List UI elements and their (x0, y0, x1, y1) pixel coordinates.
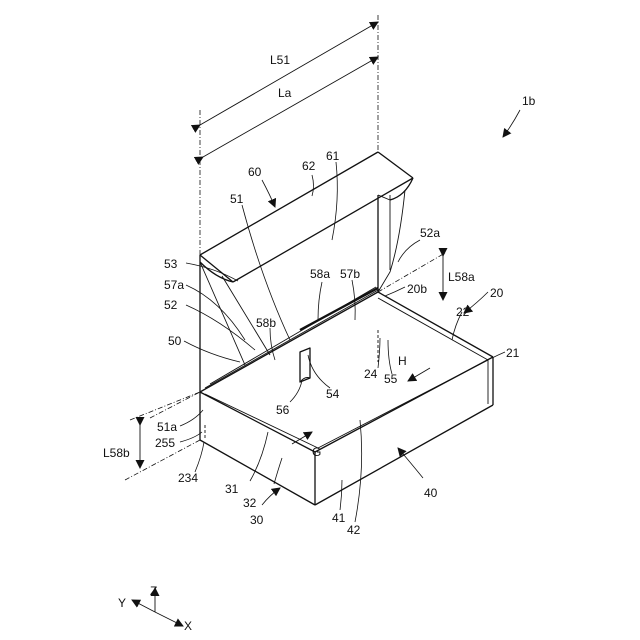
dim-l58a-label: L58a (448, 270, 475, 284)
tray-base (200, 292, 493, 505)
label-50: 50 (168, 334, 182, 348)
label-54: 54 (326, 387, 340, 401)
label-58a: 58a (310, 267, 330, 281)
label-58b: 58b (256, 316, 276, 330)
label-51a: 51a (157, 420, 177, 434)
direction-g-label: G (312, 445, 321, 459)
dim-l58b-label: L58b (103, 446, 130, 460)
reference-labels: 1b L51 La L58a L58b 60 62 61 51 52a 53 5… (103, 53, 536, 633)
label-57a: 57a (164, 278, 184, 292)
coordinate-axes (132, 588, 183, 626)
direction-h-label: H (398, 354, 407, 368)
label-22: 22 (456, 305, 470, 319)
dimension-arrows (140, 22, 443, 468)
label-51: 51 (230, 192, 244, 206)
label-61: 61 (326, 149, 340, 163)
label-32: 32 (243, 496, 257, 510)
figure-ref-label: 1b (522, 94, 536, 108)
label-40: 40 (424, 486, 438, 500)
label-24: 24 (364, 367, 378, 381)
label-255: 255 (155, 436, 175, 450)
label-53: 53 (164, 257, 178, 271)
label-62: 62 (302, 159, 316, 173)
label-30: 30 (250, 513, 264, 527)
label-42: 42 (347, 523, 361, 537)
label-52a: 52a (420, 226, 440, 240)
label-41: 41 (332, 511, 346, 525)
axis-z-label: Z (150, 584, 157, 598)
axis-y-label: Y (118, 596, 126, 610)
label-234: 234 (178, 471, 198, 485)
label-52: 52 (164, 298, 178, 312)
label-60: 60 (248, 165, 262, 179)
label-21: 21 (506, 346, 520, 360)
dim-la-label: La (278, 86, 292, 100)
label-20: 20 (490, 286, 504, 300)
label-56: 56 (276, 403, 290, 417)
upright-panel (200, 152, 413, 392)
axis-x-label: X (184, 619, 192, 633)
label-20b: 20b (407, 282, 427, 296)
label-57b: 57b (340, 267, 360, 281)
label-31: 31 (225, 482, 239, 496)
label-55: 55 (384, 372, 398, 386)
dim-l51-label: L51 (270, 53, 290, 67)
